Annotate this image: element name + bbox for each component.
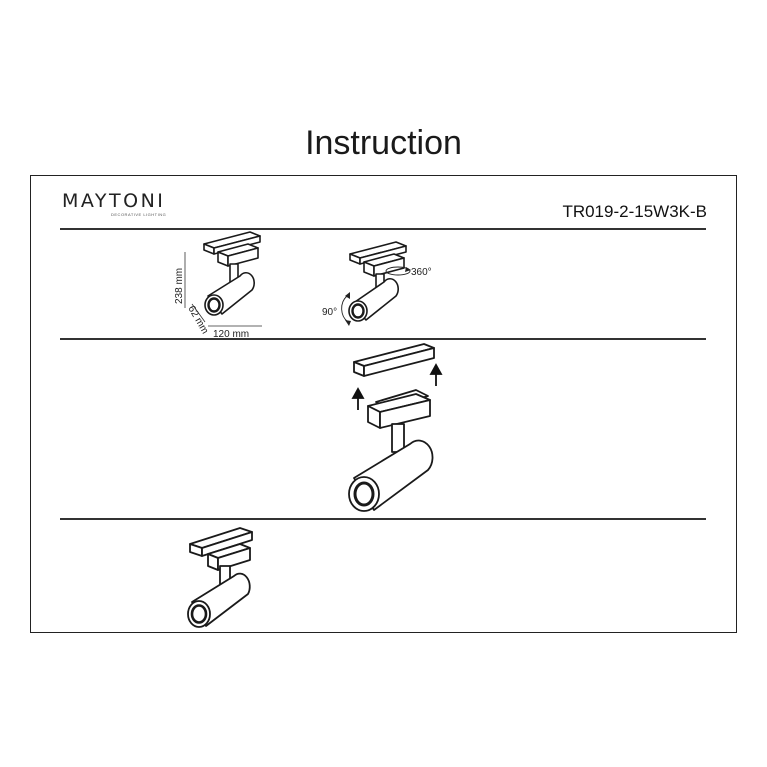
width-dimension-label: 120 mm [213, 329, 249, 340]
step-divider-2 [60, 518, 706, 520]
brand-logo: MAYTONI [62, 190, 166, 212]
step-divider-1 [60, 338, 706, 340]
model-number: TR019-2-15W3K-B [562, 202, 707, 221]
tilt-label: 90° [322, 307, 337, 318]
instruction-sheet [30, 175, 737, 633]
rotation-label: 360° [411, 267, 432, 278]
page-title: Instruction [305, 124, 462, 162]
height-dimension-label: 238 mm [174, 268, 185, 304]
header-divider [60, 228, 706, 230]
brand-tagline: DECORATIVE LIGHTING [111, 212, 167, 217]
